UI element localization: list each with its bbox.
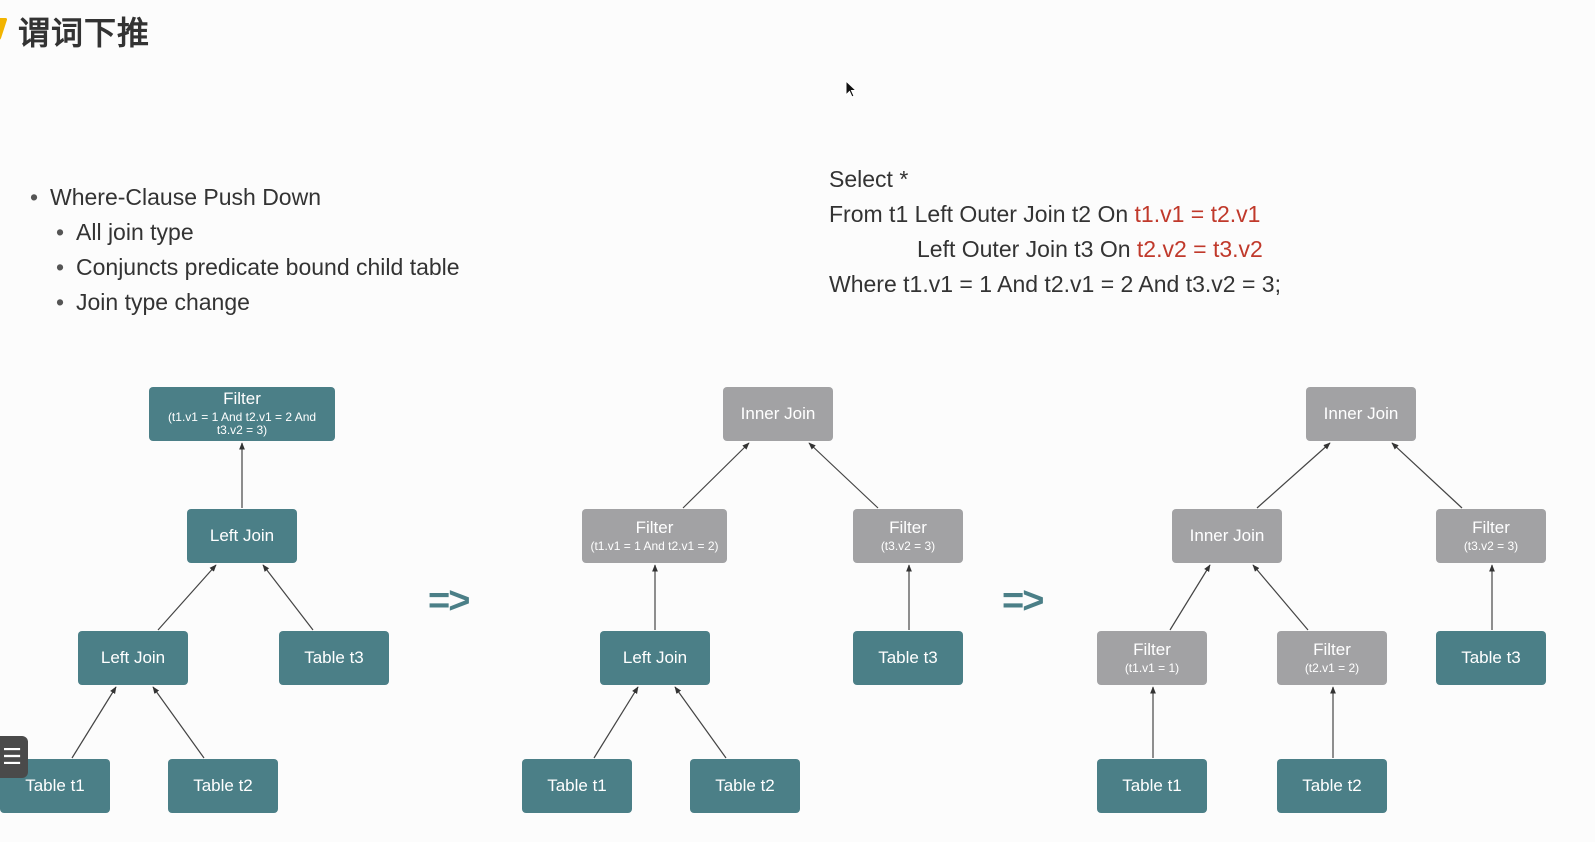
edge-d2-filter3-innerjoin [808,442,879,509]
d2-filter-left: Filter (t1.v1 = 1 And t2.v1 = 2) [582,509,727,563]
d1-filter-cond-2: t3.v2 = 3) [216,423,268,438]
d3-inner-join-top: Inner Join [1306,387,1416,441]
mouse-pointer-icon [845,80,858,98]
sql-line-4: Where t1.v1 = 1 And t2.v1 = 2 And t3.v2 … [829,271,1281,297]
edge-d1-t1-leftjoin [71,686,117,759]
edge-d3-filter2-innerjoin [1252,564,1309,631]
d3-filter-t1-label: Filter [1133,640,1171,660]
d1-left-join-top-label: Left Join [209,525,275,545]
menu-button[interactable]: ☰ [0,736,28,778]
d3-filter-t2: Filter (t2.v1 = 2) [1277,631,1387,685]
d2-table-t2: Table t2 [690,759,800,813]
d1-filter-cond-1: (t1.v1 = 1 And t2.v1 = 2 And [167,410,317,425]
edge-d3-filter3-innerjoin [1391,442,1463,509]
d3-filter-t1: Filter (t1.v1 = 1) [1097,631,1207,685]
edge-d3-filter1-innerjoin [1169,564,1211,631]
d2-table-t1-label: Table t1 [547,775,607,795]
d2-filter-right-label: Filter [889,518,927,538]
d2-filter-right: Filter (t3.v2 = 3) [853,509,963,563]
d1-table-t3: Table t3 [279,631,389,685]
d3-filter-right-label: Filter [1472,518,1510,538]
sql-line-2-text: From t1 Left Outer Join t2 On [829,201,1135,227]
d2-filter-left-label: Filter [635,518,674,538]
d2-left-join: Left Join [600,631,710,685]
d2-table-t3-label: Table t3 [878,647,938,667]
d2-left-join-label: Left Join [622,647,688,667]
d1-table-t2: Table t2 [168,759,278,813]
d3-filter-right: Filter (t3.v2 = 3) [1436,509,1546,563]
bullet-sub-1-text: All join type [76,219,194,245]
d2-inner-join-label: Inner Join [740,403,816,423]
d1-table-t3-label: Table t3 [304,647,364,667]
d3-filter-t1-cond: (t1.v1 = 1) [1124,660,1180,675]
d3-table-t2-label: Table t2 [1302,775,1362,795]
d2-inner-join: Inner Join [723,387,833,441]
d1-left-join-top: Left Join [187,509,297,563]
menu-icon: ☰ [2,744,22,769]
d1-left-join-bottom-label: Left Join [100,647,166,667]
sql-join-cond-2: t2.v2 = t3.v2 [1136,236,1263,262]
d2-filter-left-cond: (t1.v1 = 1 And t2.v1 = 2) [590,538,719,553]
transform-arrow-1: => [428,580,470,622]
sql-line-1: Select * [829,166,909,192]
d2-filter-right-cond: (t3.v2 = 3) [880,538,936,553]
d2-table-t1: Table t1 [522,759,632,813]
sql-line-3-text: Left Outer Join t3 On [917,236,1137,262]
d1-filter-label: Filter [223,389,261,409]
edge-d3-innerjoin-innerjoin [1256,442,1331,509]
d1-left-join-bottom: Left Join [78,631,188,685]
bullet-main: •Where-Clause Push Down [30,184,322,210]
bullet-sub-2: •Conjuncts predicate bound child table [56,254,460,280]
d2-table-t2-label: Table t2 [715,775,775,795]
sql-line-3: Left Outer Join t3 On t2.v2 = t3.v2 [917,236,1263,263]
d3-filter-t2-label: Filter [1313,640,1351,660]
d1-filter-node: Filter (t1.v1 = 1 And t2.v1 = 2 And t3.v… [149,387,335,441]
bullet-sub-1: •All join type [56,219,194,245]
bullet-main-text: Where-Clause Push Down [50,184,322,210]
d3-filter-t2-cond: (t2.v1 = 2) [1304,660,1360,675]
d3-inner-join-mid-label: Inner Join [1189,525,1265,545]
edge-d2-t1-leftjoin [593,686,639,759]
bullet-sub-3: •Join type change [56,289,250,315]
page-title: 谓词下推 [18,14,151,52]
d1-table-t1-label: Table t1 [25,775,85,795]
edge-d1-t2-leftjoin [152,686,205,759]
edge-d1-leftjoin-leftjoin [157,564,217,631]
d3-table-t1: Table t1 [1097,759,1207,813]
d1-table-t2-label: Table t2 [193,775,253,795]
bullet-sub-2-text: Conjuncts predicate bound child table [76,254,460,280]
transform-arrow-2: => [1002,580,1044,622]
d1-table-t1: Table t1 [0,759,110,813]
d3-inner-join-mid: Inner Join [1172,509,1282,563]
d3-table-t2: Table t2 [1277,759,1387,813]
edge-d2-filter-innerjoin [682,442,750,509]
edge-d1-t3-leftjoin [262,564,314,631]
d3-inner-join-top-label: Inner Join [1323,403,1399,423]
sql-join-cond-1: t1.v1 = t2.v1 [1134,201,1261,227]
edge-d2-t2-leftjoin [674,686,727,759]
d3-table-t3: Table t3 [1436,631,1546,685]
d3-filter-right-cond: (t3.v2 = 3) [1463,538,1519,553]
d3-table-t3-label: Table t3 [1461,647,1521,667]
sql-line-2: From t1 Left Outer Join t2 On t1.v1 = t2… [829,201,1260,228]
d3-table-t1-label: Table t1 [1122,775,1182,795]
d2-table-t3: Table t3 [853,631,963,685]
bullet-sub-3-text: Join type change [76,289,250,315]
